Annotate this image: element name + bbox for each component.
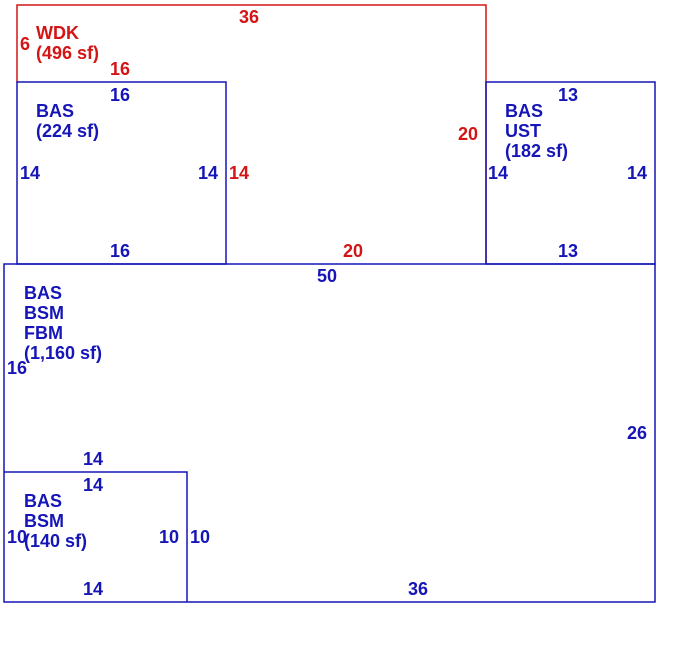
bas-top-code: BAS [36, 101, 75, 121]
dim-ust-right: 14 [627, 163, 648, 183]
dim-bas-top-right: 14 [198, 163, 219, 183]
dim-wdk-left: 6 [20, 34, 31, 54]
dim-wdk-inner-left: 14 [229, 163, 250, 183]
dim-wdk-bottom-left: 16 [110, 59, 131, 79]
dim-bas-top-top: 16 [110, 85, 131, 105]
bas-bsm-code-2: BSM [24, 511, 64, 531]
living-outline [3, 81, 656, 603]
wdk-code: WDK [36, 23, 79, 43]
bas-bsm-area: (140 sf) [24, 531, 88, 551]
dim-wdk-top: 36 [239, 7, 260, 27]
main-area: (1,160 sf) [24, 343, 103, 363]
dim-main-bottom: 36 [408, 579, 429, 599]
main-code-1: BAS [24, 283, 63, 303]
dim-bsm-bottom: 14 [83, 579, 104, 599]
wdk-area-label: WDK (496 sf) [36, 23, 99, 63]
wdk-area: (496 sf) [36, 43, 100, 63]
dim-wdk-bottom-mid: 20 [343, 241, 364, 261]
dim-main-left: 16 [7, 358, 28, 378]
bas-bsm-outline [4, 471, 188, 602]
dim-ust-left: 14 [488, 163, 509, 183]
main-code-2: BSM [24, 303, 64, 323]
bas-ust-code-1: BAS [505, 101, 544, 121]
main-area-label: BAS BSM FBM (1,160 sf) [24, 283, 102, 363]
bas-top-area-label: BAS (224 sf) [36, 101, 99, 141]
main-code-3: FBM [24, 323, 63, 343]
dim-wdk-right: 20 [458, 124, 479, 144]
dim-bsm-left: 10 [7, 527, 28, 547]
dim-main-inner-right: 10 [190, 527, 211, 547]
dim-bsm-top: 14 [83, 475, 104, 495]
bas-bsm-area-label: BAS BSM (140 sf) [24, 491, 87, 551]
dim-bas-top-bottom: 16 [110, 241, 131, 261]
bas-ust-code-2: UST [505, 121, 541, 141]
dim-main-inner-top: 14 [83, 449, 104, 469]
bas-ust-area: (182 sf) [505, 141, 569, 161]
dim-ust-bottom: 13 [558, 241, 579, 261]
bas-bsm-code-1: BAS [24, 491, 63, 511]
dim-main-right: 26 [627, 423, 648, 443]
dim-ust-top: 13 [558, 85, 579, 105]
dim-bsm-right: 10 [159, 527, 180, 547]
dim-main-top: 50 [317, 266, 338, 286]
main-outline [3, 263, 656, 603]
dim-bas-top-left: 14 [20, 163, 41, 183]
bas-ust-area-label: BAS UST (182 sf) [505, 101, 568, 161]
bas-top-area: (224 sf) [36, 121, 100, 141]
